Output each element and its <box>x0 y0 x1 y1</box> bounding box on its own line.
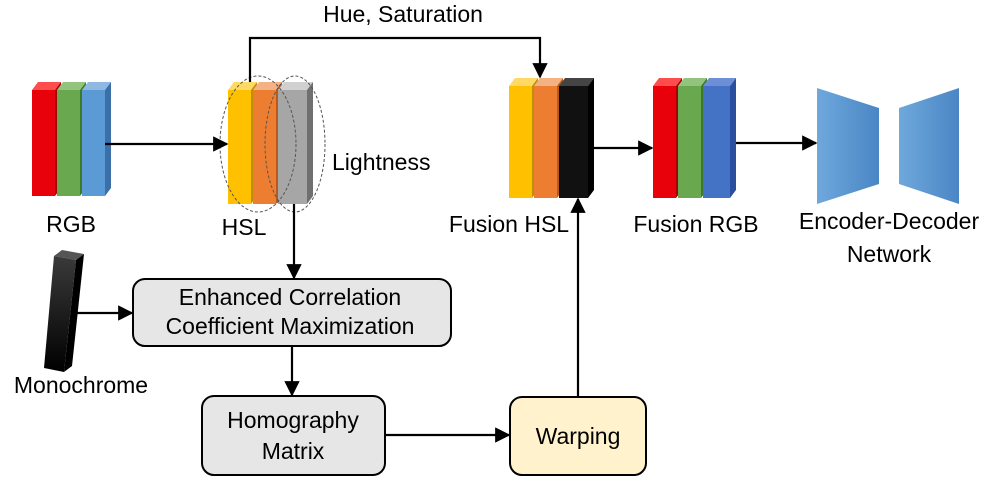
hsl-label: HSL <box>222 214 267 240</box>
warping-label: Warping <box>536 423 621 449</box>
fusion-lightness-bar <box>559 78 594 198</box>
green-channel-bar <box>57 82 86 196</box>
arrow-hue-saturation <box>248 36 548 82</box>
lightness-ellipse <box>264 75 326 213</box>
lightness-channel-bar <box>278 82 313 204</box>
monochrome-label: Monochrome <box>14 372 148 398</box>
lightness-label: Lightness <box>332 149 430 175</box>
hue-saturation-label: Hue, Saturation <box>323 1 483 27</box>
fusion-green-bar <box>678 78 707 198</box>
homography-box: Homography Matrix <box>201 395 386 476</box>
warping-box: Warping <box>509 396 647 476</box>
ecc-box: Enhanced Correlation Coefficient Maximiz… <box>132 278 452 347</box>
encoder-trapezoid <box>817 88 879 204</box>
ecc-label-line2: Coefficient Maximization <box>166 313 415 339</box>
fusion-rgb-label: Fusion RGB <box>633 211 758 237</box>
hue-saturation-ellipse <box>219 75 297 213</box>
fusion-saturation-bar <box>534 78 563 198</box>
homography-label-line2: Matrix <box>262 438 325 464</box>
rgb-label: RGB <box>46 211 96 237</box>
network-label-line1: Encoder-Decoder <box>799 208 980 234</box>
fusion-hue-bar <box>509 78 538 198</box>
fusion-blue-bar <box>703 78 736 198</box>
encoder-decoder-network <box>817 88 959 204</box>
fusion-rgb-stack <box>653 78 736 198</box>
rgb-channel-stack <box>32 82 111 196</box>
homography-label-line1: Homography <box>227 407 359 433</box>
connectors <box>74 36 818 443</box>
hsl-channel-stack <box>219 75 326 213</box>
fusion-hsl-label: Fusion HSL <box>449 211 569 237</box>
monochrome-channel-bar <box>44 250 84 372</box>
ecc-label-line1: Enhanced Correlation <box>179 284 401 310</box>
network-label-line2: Network <box>847 241 932 267</box>
fusion-hsl-stack <box>509 78 594 198</box>
red-channel-bar <box>32 82 61 196</box>
hue-channel-bar <box>228 82 257 204</box>
blue-channel-bar <box>82 82 111 196</box>
saturation-channel-bar <box>253 82 282 204</box>
decoder-trapezoid <box>899 88 959 204</box>
fusion-red-bar <box>653 78 682 198</box>
